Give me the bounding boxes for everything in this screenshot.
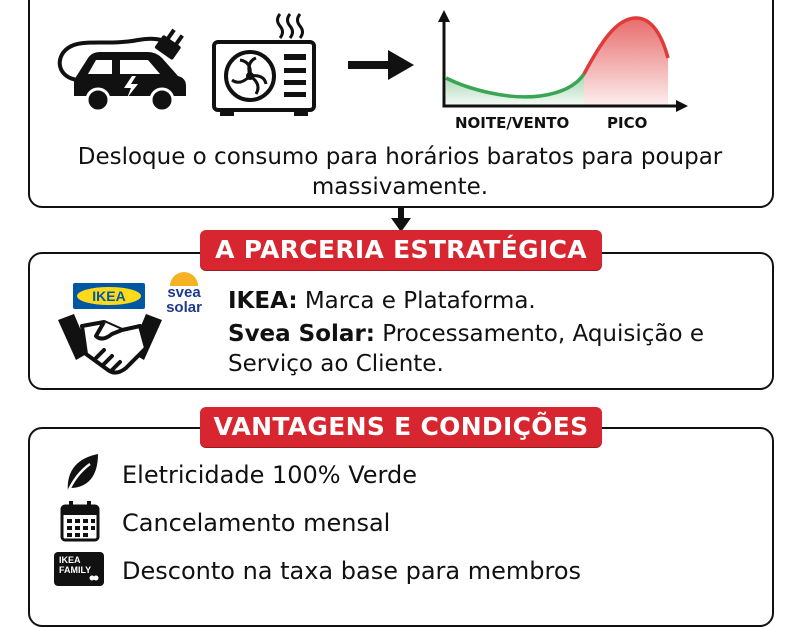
svea-logo-text: svea solar bbox=[166, 284, 202, 316]
ikea-logo-text: IKEA bbox=[77, 287, 141, 305]
family-card-text: IKEA FAMILY bbox=[59, 555, 92, 575]
benefits-banner: VANTAGENS E CONDIÇÕES bbox=[200, 407, 602, 447]
down-arrow-icon bbox=[391, 208, 411, 232]
handshake-icon bbox=[58, 314, 162, 375]
load-shift-summary: Desloque o consumo para horários baratos… bbox=[77, 144, 723, 200]
right-arrow-icon bbox=[348, 50, 414, 80]
svea-name: Svea Solar: bbox=[228, 321, 375, 347]
svea-solar-logo: svea solar bbox=[160, 272, 208, 318]
ikea-role-line: IKEA: Marca e Plataforma. bbox=[228, 286, 536, 316]
svea-role-line: Svea Solar: Processamento, Aquisição e S… bbox=[228, 319, 758, 379]
chart-label-night: NOITE/VENTO bbox=[455, 114, 570, 132]
benefit-member-discount: Desconto na taxa base para membros bbox=[122, 557, 582, 585]
calendar-icon bbox=[60, 501, 100, 542]
partnership-banner: A PARCERIA ESTRATÉGICA bbox=[200, 230, 602, 270]
ikea-family-card-icon: IKEA FAMILY bbox=[54, 552, 104, 586]
ikea-role: Marca e Plataforma. bbox=[297, 288, 536, 314]
price-curve-diagram bbox=[438, 10, 688, 112]
benefit-monthly-cancellation: Cancelamento mensal bbox=[122, 509, 391, 537]
ikea-name: IKEA: bbox=[228, 288, 298, 314]
ikea-logo: IKEA bbox=[73, 283, 145, 309]
svea-role: Processamento, Aquisição e Serviço ao Cl… bbox=[228, 321, 705, 377]
leaf-icon bbox=[66, 454, 98, 493]
electric-car-icon bbox=[57, 28, 186, 113]
chart-label-peak: PICO bbox=[607, 114, 648, 132]
benefit-green-electricity: Eletricidade 100% Verde bbox=[122, 461, 417, 489]
heat-pump-icon bbox=[212, 13, 316, 116]
